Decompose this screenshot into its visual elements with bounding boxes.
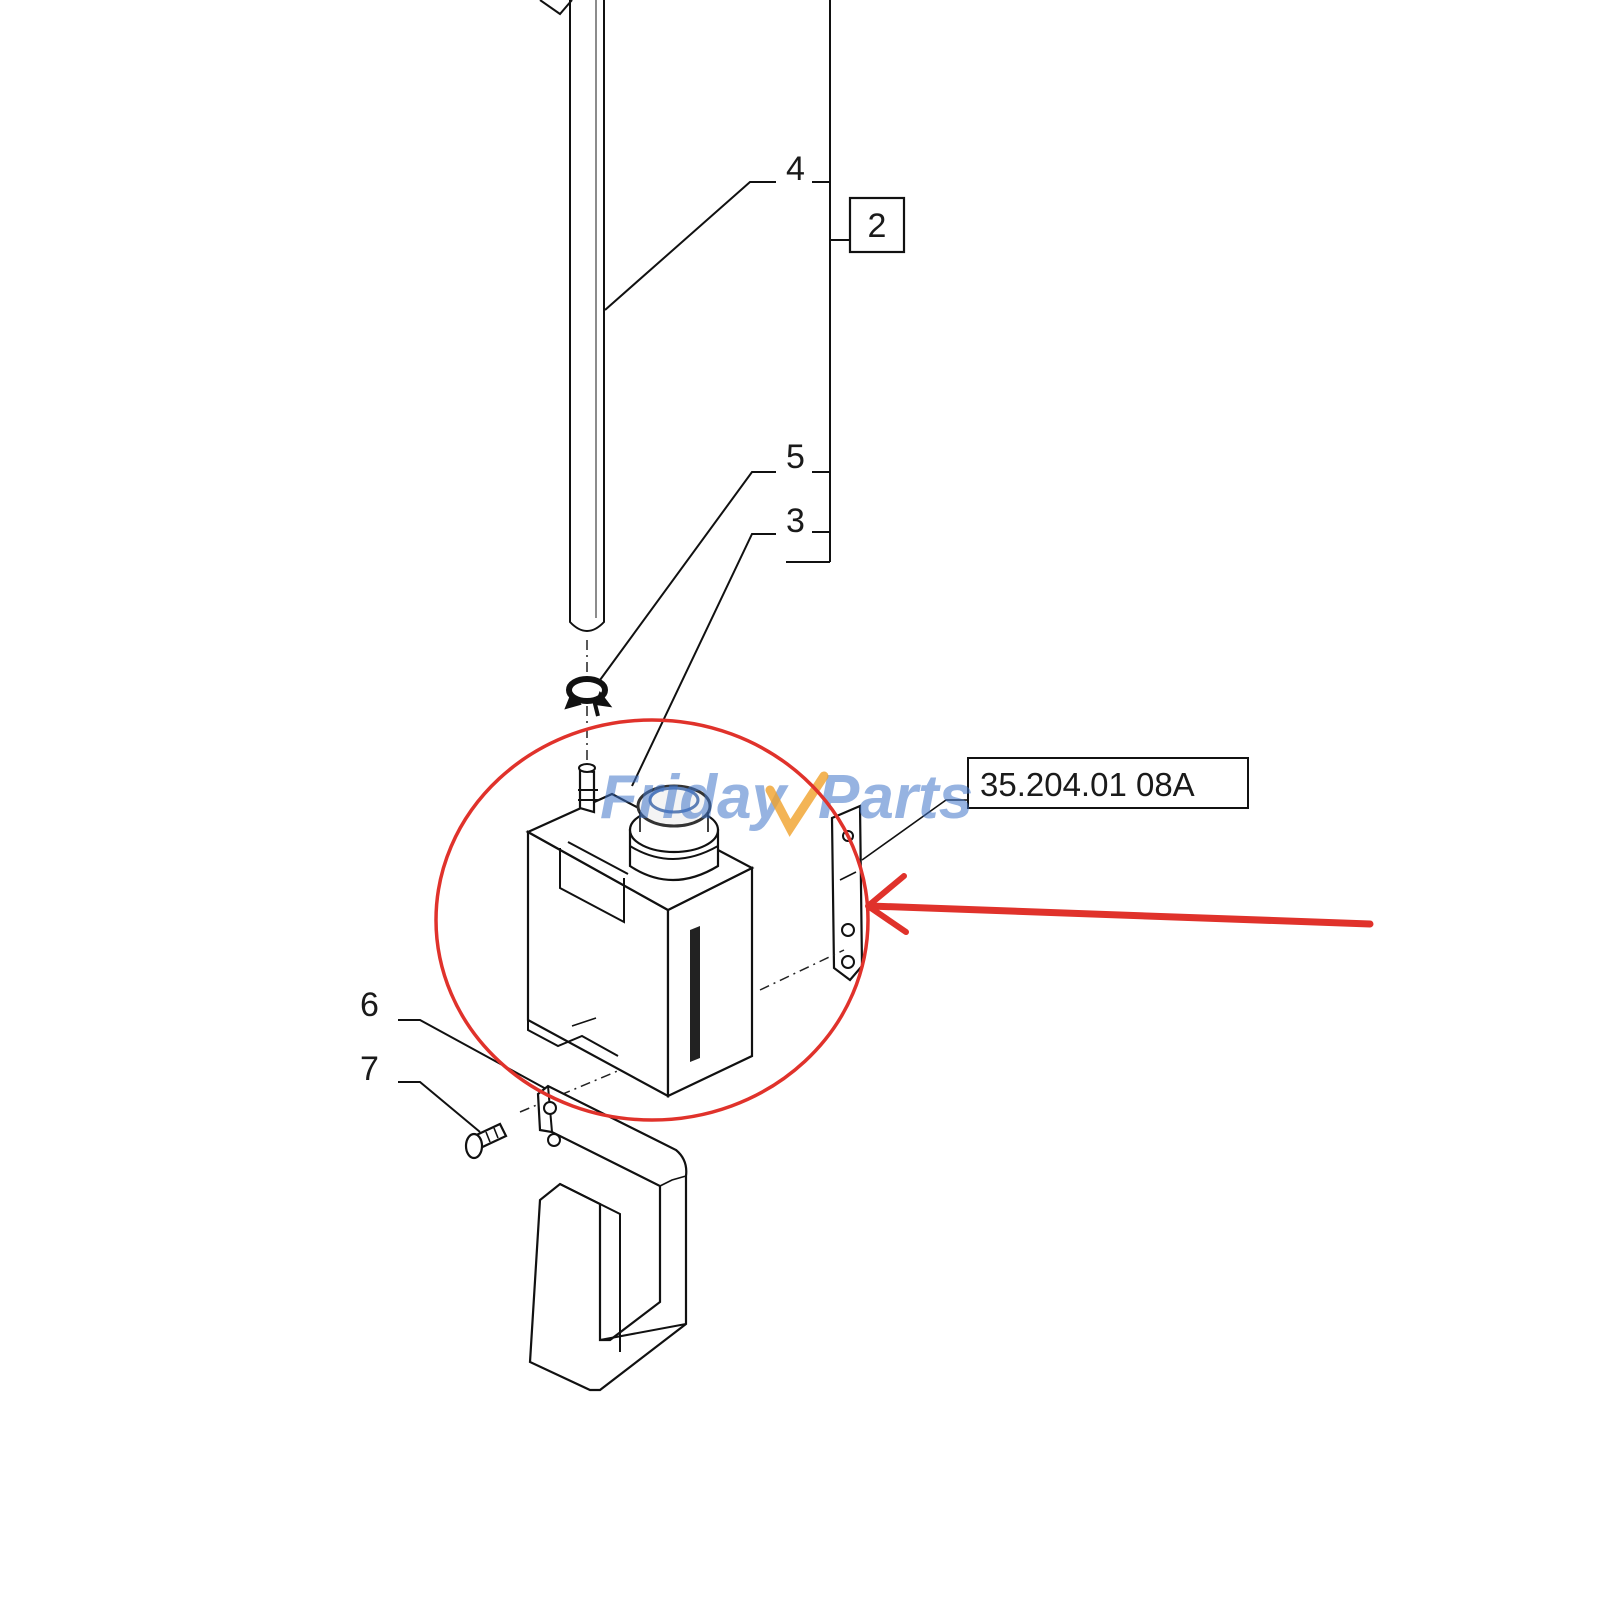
tube-part-4 <box>539 0 605 632</box>
axis-line-right <box>759 949 845 991</box>
assembly-ref-box: 2 <box>848 196 906 254</box>
watermark-swoosh <box>765 771 829 837</box>
callout-4: 4 <box>604 150 805 311</box>
reference-code: 35.204.01 08A <box>980 766 1195 803</box>
bolt-part-7 <box>464 1122 508 1160</box>
callout-3: 3 <box>631 502 805 787</box>
reference-code-box: 35.204.01 08A <box>861 757 1249 861</box>
highlight-circle <box>434 718 870 1122</box>
watermark: Friday Parts <box>600 763 973 837</box>
watermark-part1: Friday <box>600 763 790 832</box>
watermark-part2: Parts <box>818 763 973 832</box>
hose-clamp-part-5 <box>564 676 613 717</box>
highlight-arrow <box>865 873 1374 935</box>
axis-line-bottom <box>519 1069 621 1113</box>
callout-7: 7 <box>360 1050 481 1133</box>
lower-bracket-part-6 <box>528 1084 688 1392</box>
callout-4-label: 4 <box>786 150 805 188</box>
callout-6-label: 6 <box>360 986 379 1024</box>
assembly-ref-label: 2 <box>868 207 887 245</box>
callout-5-label: 5 <box>786 438 805 476</box>
callout-3-label: 3 <box>786 502 805 540</box>
callout-7-label: 7 <box>360 1050 379 1088</box>
reservoir-tank-part-3 <box>525 763 755 1098</box>
assembly-bracket <box>786 0 850 563</box>
callout-5: 5 <box>599 438 805 681</box>
